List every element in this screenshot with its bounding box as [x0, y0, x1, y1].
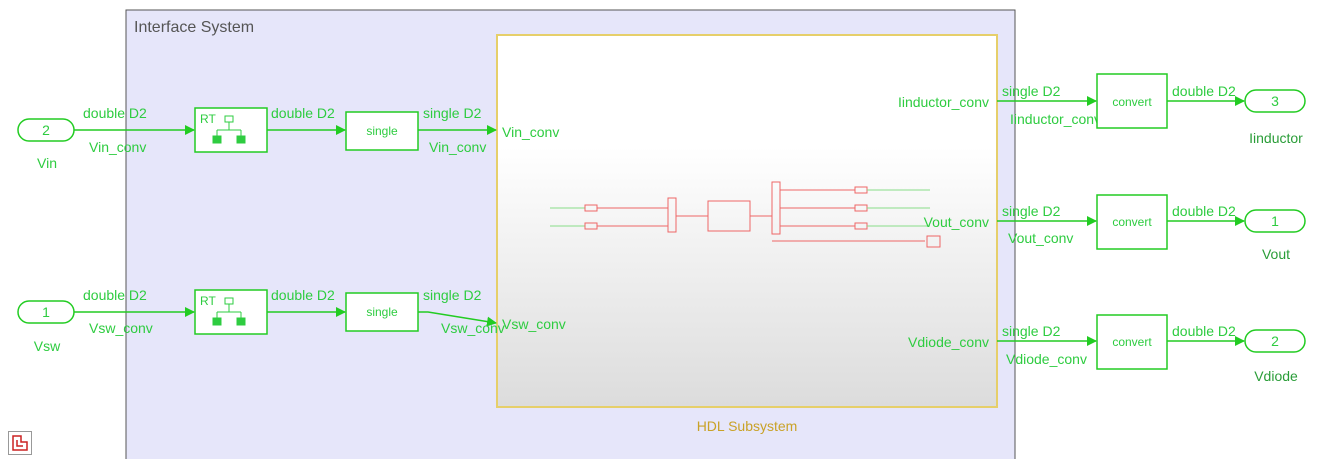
model-hierarchy-icon[interactable]: [8, 431, 32, 455]
rt-vsw-out-type: double D2: [271, 287, 335, 303]
svg-text:1: 1: [1271, 213, 1279, 229]
vin-signal-label: Vin_conv: [89, 139, 146, 155]
vin-conv-signal-label: Vin_conv: [429, 139, 486, 155]
svg-text:convert: convert: [1112, 95, 1152, 109]
single-block-vin[interactable]: single: [345, 111, 419, 151]
rate-transition-vin[interactable]: RT: [194, 107, 268, 153]
convert-block-vout[interactable]: convert: [1096, 194, 1168, 250]
hdl-output-vout-label: Vout_conv: [924, 214, 989, 230]
svg-text:3: 3: [1271, 93, 1279, 109]
hdl-output-vdiode-label: Vdiode_conv: [908, 334, 989, 350]
subsystem-icon: [12, 435, 28, 451]
vout-signal-label: Vout_conv: [1008, 230, 1073, 246]
iinductor-out-type: double D2: [1172, 83, 1236, 99]
rate-transition-vsw[interactable]: RT: [194, 289, 268, 335]
hdl-input-vin-label: Vin_conv: [502, 124, 559, 140]
svg-text:single: single: [366, 124, 398, 138]
vsw-type-label: double D2: [83, 287, 147, 303]
svg-text:convert: convert: [1112, 215, 1152, 229]
iinductor-signal-label: Iinductor_conv: [1010, 111, 1101, 127]
svg-text:2: 2: [1271, 333, 1279, 349]
outport-vout-name: Vout: [1262, 246, 1290, 262]
hdl-input-vsw-label: Vsw_conv: [502, 316, 566, 332]
vdiode-signal-label: Vdiode_conv: [1006, 351, 1087, 367]
iinductor-in-type: single D2: [1002, 83, 1061, 99]
hdl-preview-thumbnail: [550, 181, 941, 248]
convert-block-iinductor[interactable]: convert: [1096, 73, 1168, 129]
wire-single-to-hdl-vsw[interactable]: [418, 311, 497, 327]
outport-vdiode-name: Vdiode: [1254, 368, 1298, 384]
interface-system-title: Interface System: [134, 19, 254, 36]
svg-text:single: single: [366, 305, 398, 319]
svg-text:2: 2: [42, 122, 50, 138]
hdl-subsystem-title: HDL Subsystem: [697, 418, 798, 434]
outport-iinductor-name: Iinductor: [1249, 130, 1303, 146]
inport-vsw[interactable]: 1: [17, 300, 75, 324]
single-block-vsw[interactable]: single: [345, 292, 419, 332]
vout-out-type: double D2: [1172, 203, 1236, 219]
svg-text:1: 1: [42, 304, 50, 320]
vsw-conv-signal-label: Vsw_conv: [441, 320, 505, 336]
svg-text:RT: RT: [200, 294, 216, 308]
hdl-output-iinductor-label: Iinductor_conv: [898, 94, 989, 110]
vin-type-label: double D2: [83, 105, 147, 121]
inport-vin-name: Vin: [37, 155, 57, 171]
vdiode-out-type: double D2: [1172, 323, 1236, 339]
outport-vdiode[interactable]: 2: [1244, 329, 1306, 353]
inport-vsw-name: Vsw: [34, 338, 61, 354]
svg-text:RT: RT: [200, 112, 216, 126]
outport-iinductor[interactable]: 3: [1244, 89, 1306, 113]
rt-vin-out-type: double D2: [271, 105, 335, 121]
convert-block-vdiode[interactable]: convert: [1096, 314, 1168, 370]
single-vin-out-type: single D2: [423, 105, 482, 121]
hdl-subsystem-block[interactable]: Vin_conv Vsw_conv Iinductor_conv Vout_co…: [496, 34, 998, 408]
single-vsw-out-type: single D2: [423, 287, 482, 303]
outport-vout[interactable]: 1: [1244, 209, 1306, 233]
vout-in-type: single D2: [1002, 203, 1061, 219]
inport-vin[interactable]: 2: [17, 118, 75, 142]
vsw-signal-label: Vsw_conv: [89, 320, 153, 336]
svg-text:convert: convert: [1112, 335, 1152, 349]
vdiode-in-type: single D2: [1002, 323, 1061, 339]
